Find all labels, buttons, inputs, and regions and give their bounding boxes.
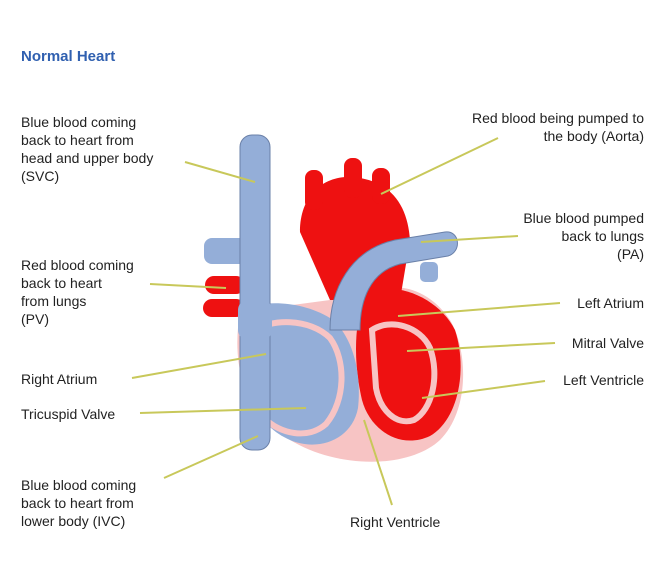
aorta-branch-1 [305,170,323,210]
label-pa: Blue blood pumped back to lungs (PA) [523,209,644,263]
vena-cava [240,135,270,450]
label-left-atrium: Left Atrium [577,294,644,312]
label-svc: Blue blood coming back to heart from hea… [21,113,153,185]
label-tricuspid-valve: Tricuspid Valve [21,405,115,423]
label-pv: Red blood coming back to heart from lung… [21,256,134,328]
label-left-ventricle: Left Ventricle [563,371,644,389]
label-ivc: Blue blood coming back to heart from low… [21,476,136,530]
aorta-branch-3 [372,168,390,204]
svc-lower [238,300,272,340]
aorta-branch-2 [344,158,362,198]
label-mitral-valve: Mitral Valve [572,334,644,352]
label-right-ventricle: Right Ventricle [350,513,440,531]
label-aorta: Red blood being pumped to the body (Aort… [472,109,644,145]
label-right-atrium: Right Atrium [21,370,97,388]
pa-right-branch [420,262,438,282]
